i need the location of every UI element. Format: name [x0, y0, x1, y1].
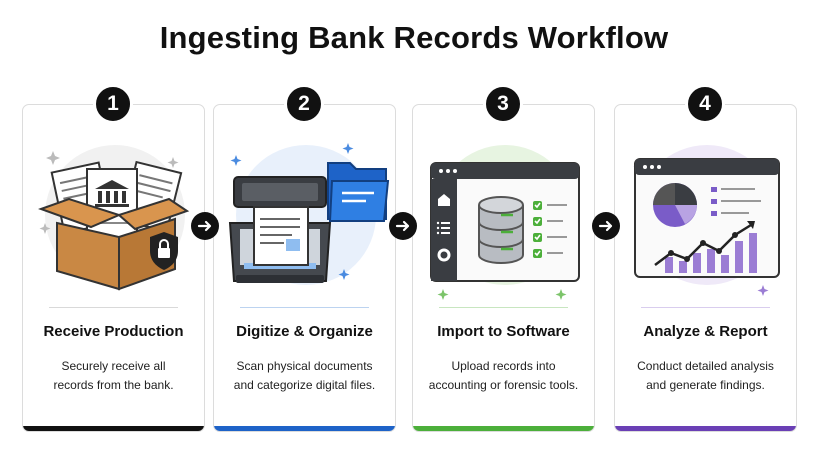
step-description-line-2: and generate findings.: [646, 378, 765, 392]
step-card-4: Analyze & Report Conduct detailed analys…: [614, 104, 797, 432]
step-number-badge-4: 4: [685, 84, 725, 124]
step-number-badge-3: 3: [483, 84, 523, 124]
card-divider: [49, 307, 178, 308]
step-title: Analyze & Report: [643, 323, 768, 340]
step-card-3: Import to Software Upload records into a…: [412, 104, 595, 432]
step-description-line-1: Securely receive all: [61, 359, 166, 373]
step-description: Conduct detailed analysis and generate f…: [625, 357, 786, 395]
step-description-line-1: Upload records into: [451, 359, 556, 373]
software-window-database-icon: [430, 145, 580, 300]
step-title: Import to Software: [437, 323, 570, 340]
step-card-1: Receive Production Securely receive all …: [22, 104, 205, 432]
scanner-and-folder-icon: [228, 143, 390, 285]
step-number-badge-1: 1: [93, 84, 133, 124]
card-divider: [439, 307, 568, 308]
step-description-line-2: and categorize digital files.: [233, 378, 376, 392]
card-accent-bar: [413, 426, 594, 431]
page-title: Ingesting Bank Records Workflow: [159, 20, 669, 55]
card-accent-bar: [214, 426, 395, 431]
step-number-badge-2: 2: [284, 84, 324, 124]
step-description-line-2: records from the bank.: [53, 378, 174, 392]
card-accent-bar: [23, 426, 204, 431]
analytics-dashboard-icon: [633, 145, 780, 296]
step-card-2: Digitize & Organize Scan physical docume…: [213, 104, 396, 432]
step-title: Receive Production: [43, 323, 184, 340]
arrow-right-icon: [592, 212, 620, 240]
step-title: Digitize & Organize: [236, 323, 373, 340]
box-with-documents-and-lock-icon: [38, 145, 190, 291]
arrow-right-icon: [191, 212, 219, 240]
step-description: Scan physical documents and categorize d…: [224, 357, 385, 395]
arrow-right-icon: [389, 212, 417, 240]
step-description: Securely receive all records from the ba…: [33, 357, 194, 395]
step-description-line-2: accounting or forensic tools.: [428, 378, 579, 392]
step-description: Upload records into accounting or forens…: [423, 357, 584, 395]
step-description-line-1: Conduct detailed analysis: [637, 359, 774, 373]
card-divider: [641, 307, 770, 308]
step-description-line-1: Scan physical documents: [236, 359, 373, 373]
card-accent-bar: [615, 426, 796, 431]
card-divider: [240, 307, 369, 308]
